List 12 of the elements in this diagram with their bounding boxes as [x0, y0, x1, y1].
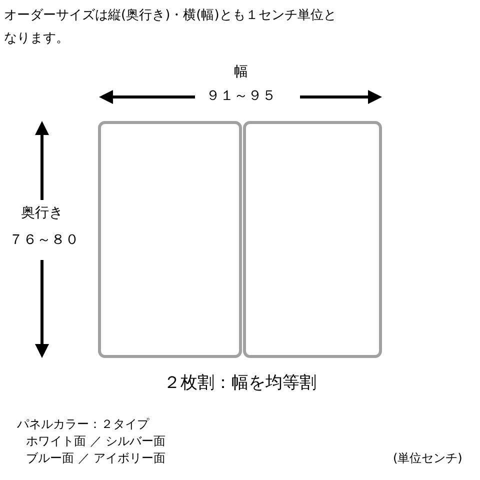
color-option: ブルー面 ／ アイボリー面	[26, 452, 166, 466]
color-note: パネルカラー：２タイプ	[17, 418, 149, 432]
instruction-text: オーダーサイズは縦(奥行き)・横(幅)とも１センチ単位となります。	[4, 7, 338, 48]
dimension-label: 幅	[234, 65, 248, 80]
split-caption: ２枚割：幅を均等割	[164, 374, 316, 393]
panel-box	[98, 121, 242, 358]
dimension-label: 奥行き	[21, 206, 63, 222]
unit-note: (単位センチ)	[393, 452, 462, 466]
dimension-value: ７６～８０	[9, 233, 79, 248]
color-option: ホワイト面 ／ シルバー面	[26, 435, 166, 448]
panel-box	[243, 121, 382, 358]
dimension-value: ９１～９５	[206, 89, 276, 104]
